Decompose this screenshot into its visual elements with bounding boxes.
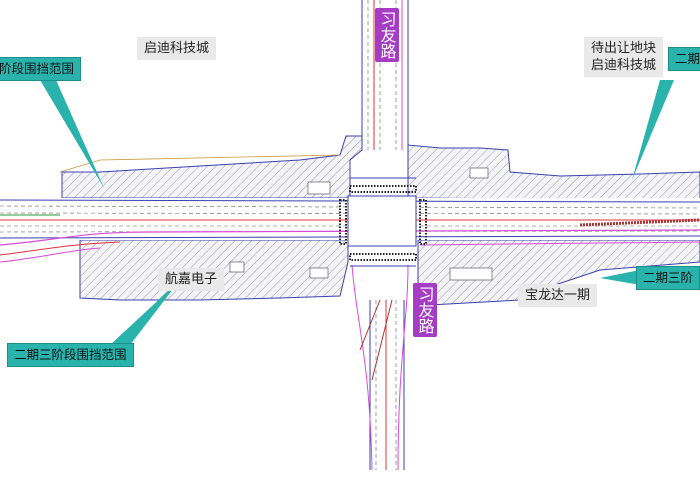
plot-label-pending-land: 待出让地块 启迪科技城 <box>584 37 664 77</box>
road-label-north: 习友路 <box>375 8 399 62</box>
callout-enclosure-bottom-right: 二期三阶 <box>636 266 700 290</box>
callout-enclosure-bottom-left: 二期三阶段围挡范围 <box>7 343 134 367</box>
road-label-south: 习友路 <box>413 283 437 337</box>
north-enclosure-zone <box>61 135 700 201</box>
plot-label-hangjia: 航嘉电子 <box>158 268 225 291</box>
callout-enclosure-top-left: 阶段围挡范围 <box>0 57 82 81</box>
intersection <box>339 177 427 267</box>
callout-enclosure-top-right: 二期 <box>668 47 700 71</box>
plot-label-pending-line2: 启迪科技城 <box>591 58 657 73</box>
callout-leaders <box>40 80 674 345</box>
plot-label-qidi-north: 启迪科技城 <box>137 37 217 60</box>
building-footprints <box>229 167 493 281</box>
plot-label-pending-line1: 待出让地块 <box>591 41 657 56</box>
plot-label-baolongda: 宝龙达一期 <box>518 284 598 307</box>
